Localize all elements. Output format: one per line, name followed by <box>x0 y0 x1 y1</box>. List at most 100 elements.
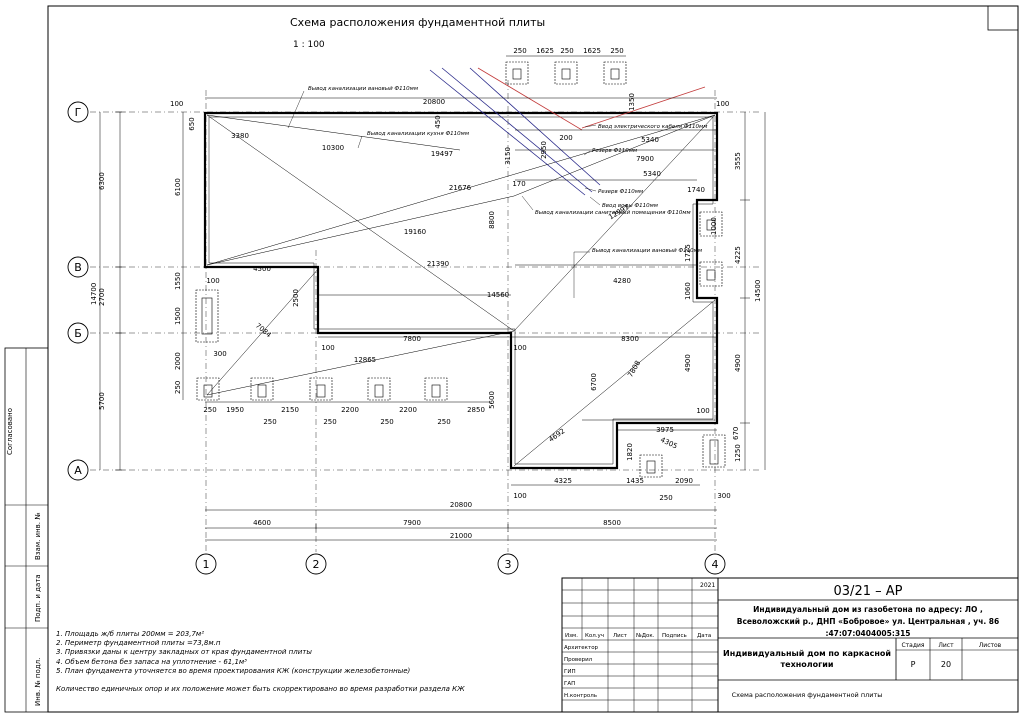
note-footnote: Количество единичных опор и их положение… <box>56 685 465 694</box>
dim-pier-2200a: 2200 <box>341 406 359 414</box>
dim-100-r: 100 <box>696 407 709 415</box>
dim-top-250c: 250 <box>610 47 623 55</box>
pier-supports <box>195 61 726 478</box>
note-4: 4. Объем бетона без запаса на уплотнение… <box>56 657 247 666</box>
note-5: 5. План фундамента уточняется во время п… <box>56 666 411 675</box>
axis-label-a: А <box>74 464 82 477</box>
dim-3975: 3975 <box>656 426 674 434</box>
dim-left-100: 100 <box>170 100 183 108</box>
dim-7084: 7084 <box>254 322 273 340</box>
dim-left-6300: 6300 <box>98 172 106 190</box>
tb-role-gap: ГАП <box>564 681 575 687</box>
tb-col-date: Дата <box>697 633 711 639</box>
axis-markers <box>67 101 726 575</box>
stamp-replace-inv: Взам. инв. № <box>34 512 42 560</box>
dim-4280: 4280 <box>613 277 631 285</box>
tb-stage-header: Стадия <box>901 642 924 649</box>
dim-7900: 7900 <box>636 155 654 163</box>
tb-col-kol: Кол.уч <box>585 633 604 639</box>
dim-top-20800: 20800 <box>423 98 445 106</box>
tb-code: 03/21 – АР <box>834 584 903 599</box>
general-notes: 1. Площадь ж/б плиты 200мм = 203,7м² 2. … <box>56 630 546 694</box>
tb-role-architect: Архитектор <box>564 645 599 651</box>
dim-bottom-21000: 21000 <box>450 532 472 540</box>
dim-8800: 8800 <box>488 211 496 229</box>
dim-1820: 1820 <box>626 443 634 461</box>
leader-kitchen: Вывод канализации кухня Ф110мм <box>367 131 469 137</box>
dim-7800: 7800 <box>403 335 421 343</box>
axis-label-1: 1 <box>203 558 210 571</box>
drawing-scale: 1 : 100 <box>293 40 325 50</box>
dim-left-1550: 1550 <box>174 272 182 290</box>
leader-reserve-1: Резерв Ф110мм <box>592 148 637 154</box>
tb-address-1: Индивидуальный дом из газобетона по адре… <box>753 605 983 614</box>
dim-1060: 1060 <box>684 282 692 300</box>
tb-address-3: :47:07:0404005:315 <box>825 629 910 638</box>
dim-1740: 1740 <box>687 186 705 194</box>
dim-bottom-7900: 7900 <box>403 519 421 527</box>
dim-2950: 2950 <box>540 141 548 159</box>
side-stamp: Согласовано Взам. инв. № Подп. и дата Ин… <box>4 347 49 713</box>
tb-object-2: технологии <box>781 660 834 669</box>
dim-4305: 4305 <box>659 436 679 451</box>
dim-pier-2150: 2150 <box>281 406 299 414</box>
tb-role-norm: Н.контроль <box>564 693 597 699</box>
dim-1725: 1725 <box>684 244 692 262</box>
leader-reserve-2: Резерв Ф110мм <box>598 189 643 195</box>
dim-top-250b: 250 <box>560 47 573 55</box>
dim-pier-2850: 2850 <box>467 406 485 414</box>
dim-14560: 14560 <box>487 291 509 299</box>
dim-6700: 6700 <box>590 373 598 391</box>
dim-7808: 7808 <box>626 359 642 378</box>
slab-outline <box>203 111 719 470</box>
axis-label-2: 2 <box>313 558 320 571</box>
dim-pier-1950: 1950 <box>226 406 244 414</box>
dim-left-total: 14700 <box>90 283 98 305</box>
tb-role-gip: ГИП <box>564 669 576 675</box>
axis-label-4: 4 <box>712 558 719 571</box>
dim-right-4225: 4225 <box>734 246 742 264</box>
dim-100-v: 100 <box>206 277 219 285</box>
dim-4325: 4325 <box>554 477 572 485</box>
dim-100-c: 100 <box>513 344 526 352</box>
tb-year: 2021 <box>700 582 715 589</box>
dim-1350: 1350 <box>628 93 636 111</box>
dim-19160: 19160 <box>404 228 426 236</box>
dim-650: 650 <box>188 117 196 130</box>
dim-top-250a: 250 <box>513 47 526 55</box>
dim-21676: 21676 <box>449 184 472 192</box>
dim-250-1000: 1000 <box>710 217 718 235</box>
dim-top-1625a: 1625 <box>536 47 554 55</box>
tb-col-izm: Изм. <box>565 633 578 639</box>
tb-col-list: Лист <box>613 633 628 639</box>
axis-label-g: Г <box>75 106 82 119</box>
dim-3380: 3380 <box>231 132 249 140</box>
dim-100-topright: 100 <box>716 100 729 108</box>
tb-sheet-name: Схема расположения фундаментной плиты <box>732 691 883 699</box>
dim-4500: 4500 <box>253 265 271 273</box>
note-1: 1. Площадь ж/б плиты 200мм = 203,7м² <box>56 630 204 638</box>
dim-4692: 4692 <box>547 427 566 444</box>
dim-450: 450 <box>434 115 442 128</box>
dim-670: 670 <box>732 427 740 440</box>
dim-250-bottom: 250 <box>659 494 672 502</box>
leader-sanitary: Вывод канализации санитарный помещения Ф… <box>535 210 691 216</box>
tb-col-sign: Подпись <box>662 633 687 639</box>
dim-pier-low-1: 250 <box>263 418 276 426</box>
leader-water: Ввод воды Ф110мм <box>602 203 658 209</box>
leader-electric: Ввод электрического кабеля Ф110мм <box>598 124 707 130</box>
dim-5600: 5600 <box>488 391 496 409</box>
dim-top-1625b: 1625 <box>583 47 601 55</box>
dim-19497: 19497 <box>431 150 453 158</box>
axis-label-b: Б <box>74 327 82 340</box>
dim-bottom-8500: 8500 <box>603 519 621 527</box>
dimension-lines <box>99 55 766 541</box>
dim-right-3555: 3555 <box>734 152 742 170</box>
dim-left-2000: 2000 <box>174 352 182 370</box>
dim-pier-250: 250 <box>203 406 216 414</box>
stamp-agreed: Согласовано <box>6 408 14 455</box>
dim-left-6100: 6100 <box>174 178 182 196</box>
dim-100-b: 100 <box>321 344 334 352</box>
tb-sheets-header: Листов <box>979 642 1002 649</box>
